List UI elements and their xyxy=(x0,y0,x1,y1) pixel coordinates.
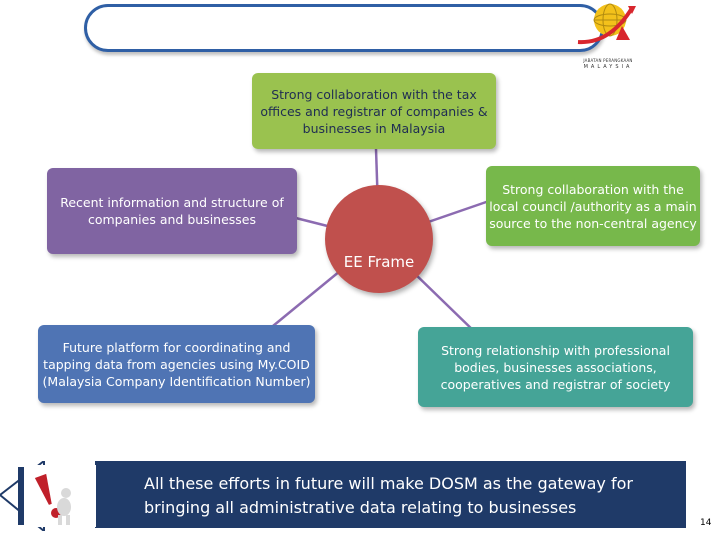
page-number: 14 xyxy=(700,518,712,528)
center-node-label: EE Frame xyxy=(343,253,415,271)
node-professional-bodies: Strong relationship with professional bo… xyxy=(418,327,693,407)
dosm-globe-logo-icon xyxy=(577,3,636,45)
node-recent-information: Recent information and structure of comp… xyxy=(47,168,297,254)
footer-banner xyxy=(95,461,686,528)
logo-caption: JABATAN PERANGKAAN xyxy=(583,58,633,63)
footer-message: All these efforts in future will make DO… xyxy=(144,474,633,517)
center-node xyxy=(325,185,433,293)
exclamation-pin-icon xyxy=(0,461,96,531)
node-future-platform: Future platform for coordinating and tap… xyxy=(38,325,315,403)
node-tax-offices: Strong collaboration with the tax office… xyxy=(252,73,496,149)
logo-country: MALAYSIA xyxy=(583,64,633,70)
node-local-council: Strong collaboration with the local coun… xyxy=(486,166,700,246)
